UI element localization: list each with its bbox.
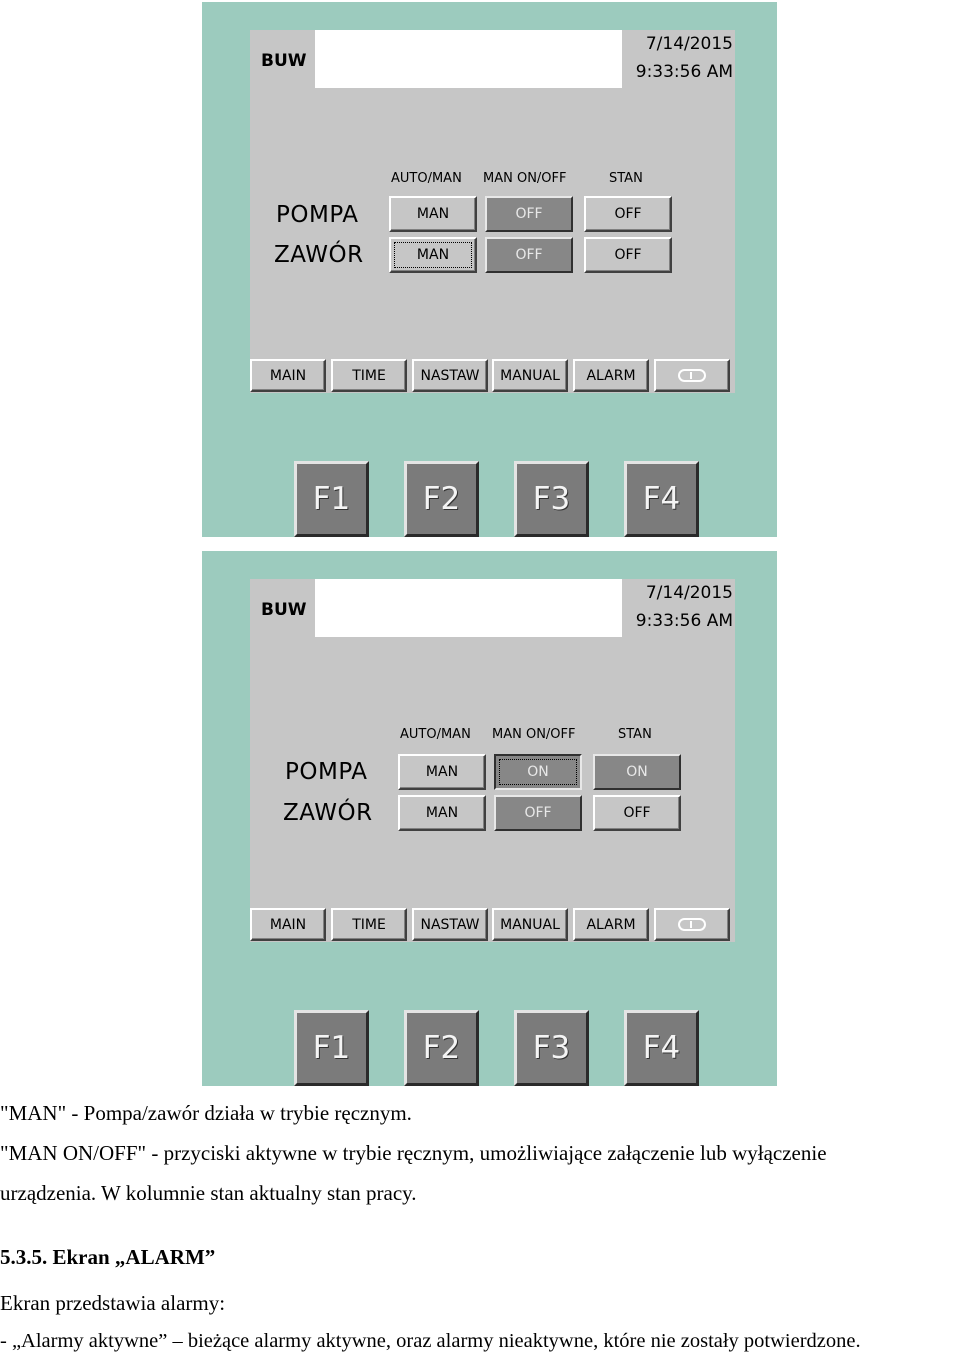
hmi-screen: BUW 7/14/2015 9:33:56 AM AUTO/MAN MAN ON… xyxy=(250,579,735,942)
nav-nastaw-button[interactable]: NASTAW xyxy=(412,359,488,392)
f1-key[interactable]: F1 xyxy=(294,461,369,537)
zawor-stan-indicator: OFF xyxy=(584,237,672,273)
nav-alarm-button[interactable]: ALARM xyxy=(573,908,649,941)
f1-key[interactable]: F1 xyxy=(294,1010,369,1086)
nav-manual-button[interactable]: MANUAL xyxy=(492,908,568,941)
row-label-pompa: POMPA xyxy=(276,202,359,228)
pompa-stan-indicator: ON xyxy=(593,754,681,790)
hmi-panel-1: BUW 7/14/2015 9:33:56 AM AUTO/MAN MAN ON… xyxy=(202,2,777,537)
pompa-man-onoff-button[interactable]: ON xyxy=(494,754,582,790)
nav-time-button[interactable]: TIME xyxy=(331,359,407,392)
row-label-zawor: ZAWÓR xyxy=(274,242,364,268)
nav-info-button[interactable] xyxy=(654,359,730,392)
info-icon xyxy=(678,918,706,931)
doc-paragraph-man: "MAN" - Pompa/zawór działa w trybie ręcz… xyxy=(0,1101,412,1125)
zawor-auto-man-button[interactable]: MAN xyxy=(398,795,486,831)
pompa-auto-man-button[interactable]: MAN xyxy=(389,196,477,232)
nav-main-button[interactable]: MAIN xyxy=(250,359,326,392)
message-box xyxy=(315,30,622,88)
column-header-auto-man: AUTO/MAN xyxy=(400,727,471,742)
f4-key[interactable]: F4 xyxy=(624,1010,699,1086)
message-box xyxy=(315,579,622,637)
nav-alarm-button[interactable]: ALARM xyxy=(573,359,649,392)
column-header-stan: STAN xyxy=(618,727,652,742)
pompa-stan-indicator: OFF xyxy=(584,196,672,232)
doc-paragraph-man-onoff-cont: urządzenia. W kolumnie stan aktualny sta… xyxy=(0,1181,417,1205)
row-label-pompa: POMPA xyxy=(285,759,368,785)
column-header-man-onoff: MAN ON/OFF xyxy=(492,727,576,742)
info-icon xyxy=(678,369,706,382)
time-display: 9:33:56 AM xyxy=(635,62,733,82)
nav-time-button[interactable]: TIME xyxy=(331,908,407,941)
hmi-screen: BUW 7/14/2015 9:33:56 AM AUTO/MAN MAN ON… xyxy=(250,30,735,393)
hmi-panel-2: BUW 7/14/2015 9:33:56 AM AUTO/MAN MAN ON… xyxy=(202,551,777,1086)
row-label-zawor: ZAWÓR xyxy=(283,800,373,826)
date-display: 7/14/2015 xyxy=(645,34,733,54)
f3-key[interactable]: F3 xyxy=(514,1010,589,1086)
column-header-auto-man: AUTO/MAN xyxy=(391,171,462,186)
nav-main-button[interactable]: MAIN xyxy=(250,908,326,941)
f4-key[interactable]: F4 xyxy=(624,461,699,537)
zawor-man-onoff-button[interactable]: OFF xyxy=(494,795,582,831)
doc-list-item-active-alarms: - „Alarmy aktywne” – bieżące alarmy akty… xyxy=(0,1330,861,1352)
zawor-man-onoff-button[interactable]: OFF xyxy=(485,237,573,273)
doc-paragraph-alarm-intro: Ekran przedstawia alarmy: xyxy=(0,1291,226,1315)
f2-key[interactable]: F2 xyxy=(404,1010,479,1086)
date-display: 7/14/2015 xyxy=(645,583,733,603)
nav-info-button[interactable] xyxy=(654,908,730,941)
pompa-man-onoff-button[interactable]: OFF xyxy=(485,196,573,232)
zawor-stan-indicator: OFF xyxy=(593,795,681,831)
nav-nastaw-button[interactable]: NASTAW xyxy=(412,908,488,941)
column-header-stan: STAN xyxy=(609,171,643,186)
doc-paragraph-man-onoff: "MAN ON/OFF" - przyciski aktywne w trybi… xyxy=(0,1141,827,1165)
pompa-auto-man-button[interactable]: MAN xyxy=(398,754,486,790)
nav-manual-button[interactable]: MANUAL xyxy=(492,359,568,392)
section-heading: 5.3.5. Ekran „ALARM” xyxy=(0,1245,216,1269)
zawor-auto-man-button[interactable]: MAN xyxy=(389,237,477,273)
app-label: BUW xyxy=(261,51,307,71)
f2-key[interactable]: F2 xyxy=(404,461,479,537)
column-header-man-onoff: MAN ON/OFF xyxy=(483,171,567,186)
time-display: 9:33:56 AM xyxy=(635,611,733,631)
app-label: BUW xyxy=(261,600,307,620)
f3-key[interactable]: F3 xyxy=(514,461,589,537)
